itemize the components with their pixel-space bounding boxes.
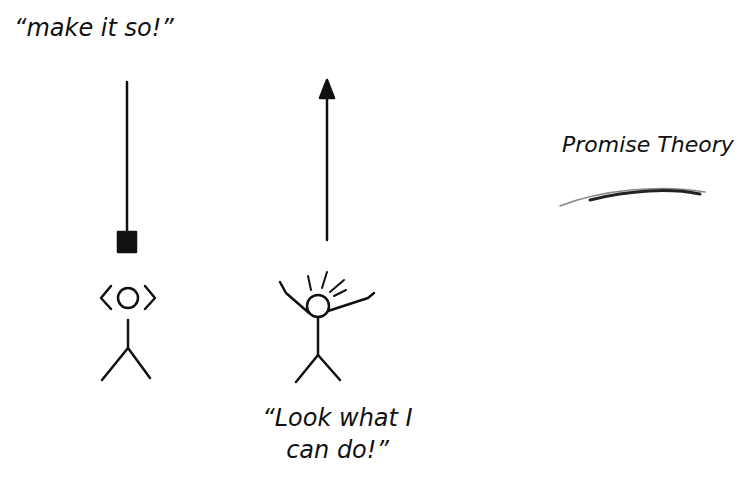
speech-label: “Look what I can do!” — [255, 402, 420, 467]
diagram-title: Promise Theory — [562, 130, 742, 160]
speech-label: “make it so!” — [14, 12, 244, 44]
title-underline — [590, 191, 700, 200]
figure-arm — [145, 286, 155, 309]
figure-legs — [102, 348, 150, 380]
figure-legs — [296, 355, 340, 382]
arrow-head — [320, 80, 334, 98]
promise-arrow — [326, 92, 329, 240]
figure-arm — [101, 286, 111, 309]
figure-body — [127, 320, 130, 348]
figure-head — [118, 288, 138, 308]
title-underline — [560, 188, 705, 206]
imposition-block — [118, 232, 136, 252]
figure-body — [317, 317, 320, 355]
figure-arm — [280, 282, 309, 313]
figure-head — [307, 295, 329, 317]
excitement-marks — [308, 272, 346, 296]
imposition-line — [126, 82, 129, 232]
